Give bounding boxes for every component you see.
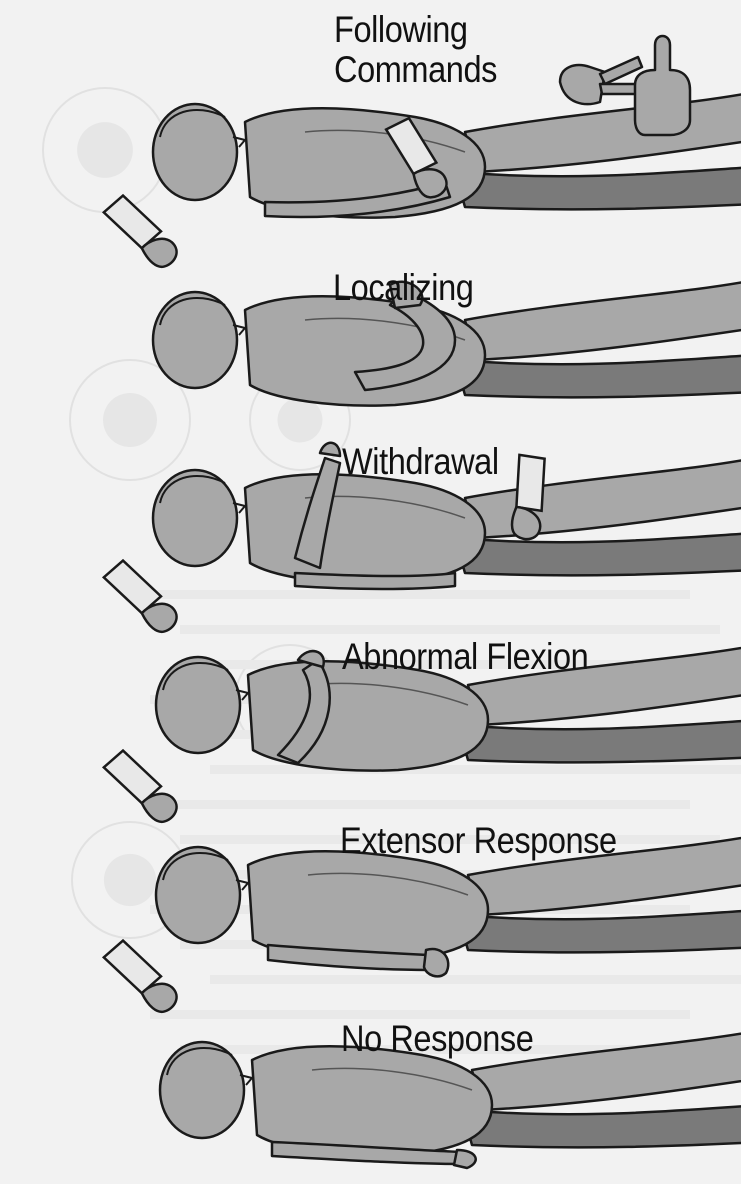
examiner-pinch-nose <box>101 741 181 835</box>
torso-icon <box>245 474 485 583</box>
faint-text-line <box>150 590 690 599</box>
faint-text-line <box>210 765 741 774</box>
thumb-hand-icon <box>635 36 690 135</box>
hand-icon <box>454 1150 476 1168</box>
faint-circle-center <box>77 122 133 178</box>
examiner-pinch-nose <box>101 931 181 1025</box>
label-line: Commands <box>334 50 497 90</box>
faint-text-line <box>210 975 741 984</box>
palm-icon <box>560 65 605 104</box>
head-icon <box>160 1042 244 1138</box>
torso-icon <box>248 851 488 960</box>
label-line: Abnormal Flexion <box>342 637 588 677</box>
head-icon <box>153 104 237 200</box>
faint-circle-center <box>278 398 323 443</box>
faint-circle-center <box>104 854 156 906</box>
label-extensor-response: Extensor Response <box>340 821 617 861</box>
leg-icon <box>465 86 741 172</box>
label-following-commands: Following Commands <box>334 10 497 90</box>
torso-icon <box>252 1046 492 1155</box>
label-localizing: Localizing <box>333 268 473 308</box>
lower-arm-icon <box>295 573 455 589</box>
head-icon <box>156 657 240 753</box>
faint-circle-center <box>103 393 157 447</box>
label-line: No Response <box>341 1019 533 1059</box>
faint-text-line <box>180 625 720 634</box>
head-icon <box>156 847 240 943</box>
faint-text-line <box>150 800 690 809</box>
label-abnormal-flexion: Abnormal Flexion <box>342 637 588 677</box>
leg-icon <box>465 452 741 538</box>
label-line: Localizing <box>333 268 473 308</box>
label-withdrawal: Withdrawal <box>342 442 499 482</box>
hand-icon <box>320 443 340 456</box>
label-line: Following <box>334 10 497 50</box>
label-no-response: No Response <box>341 1019 533 1059</box>
head-icon <box>153 470 237 566</box>
label-line: Extensor Response <box>340 821 617 861</box>
victory-hand-sign-icon <box>560 57 642 104</box>
thumbs-up-icon <box>635 36 690 135</box>
label-line: Withdrawal <box>342 442 499 482</box>
fist-icon <box>424 949 448 976</box>
head-icon <box>153 292 237 388</box>
leg-icon <box>465 274 741 360</box>
